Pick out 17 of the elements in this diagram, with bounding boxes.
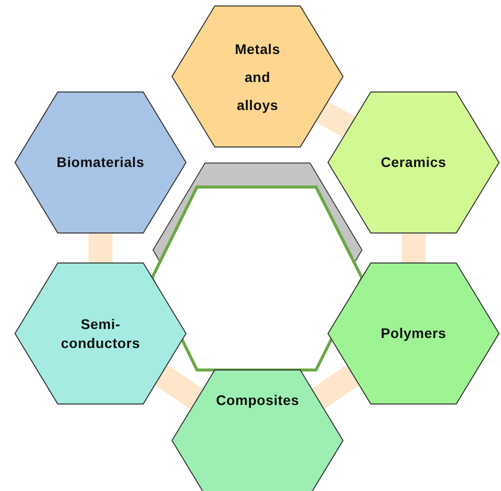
hexagon-node <box>328 92 499 233</box>
node-label: Biomaterials <box>56 153 144 172</box>
node-label: Metals and alloys <box>234 40 282 115</box>
node-label: Polymers <box>380 324 446 343</box>
connector-band <box>402 233 426 263</box>
node-label: Composites <box>216 391 300 410</box>
connector-band <box>311 365 360 409</box>
hexagon-node <box>172 370 343 491</box>
node-label: Semi-conductors <box>60 315 142 352</box>
hexagon-node <box>152 187 362 370</box>
hexagon-node <box>15 263 186 404</box>
hexagon-node <box>328 263 499 404</box>
node-label: Ceramics <box>380 153 446 172</box>
connector-band <box>154 364 204 410</box>
connector-band <box>88 233 112 263</box>
hexagon-node <box>15 92 186 233</box>
hexagon-node <box>172 6 343 147</box>
